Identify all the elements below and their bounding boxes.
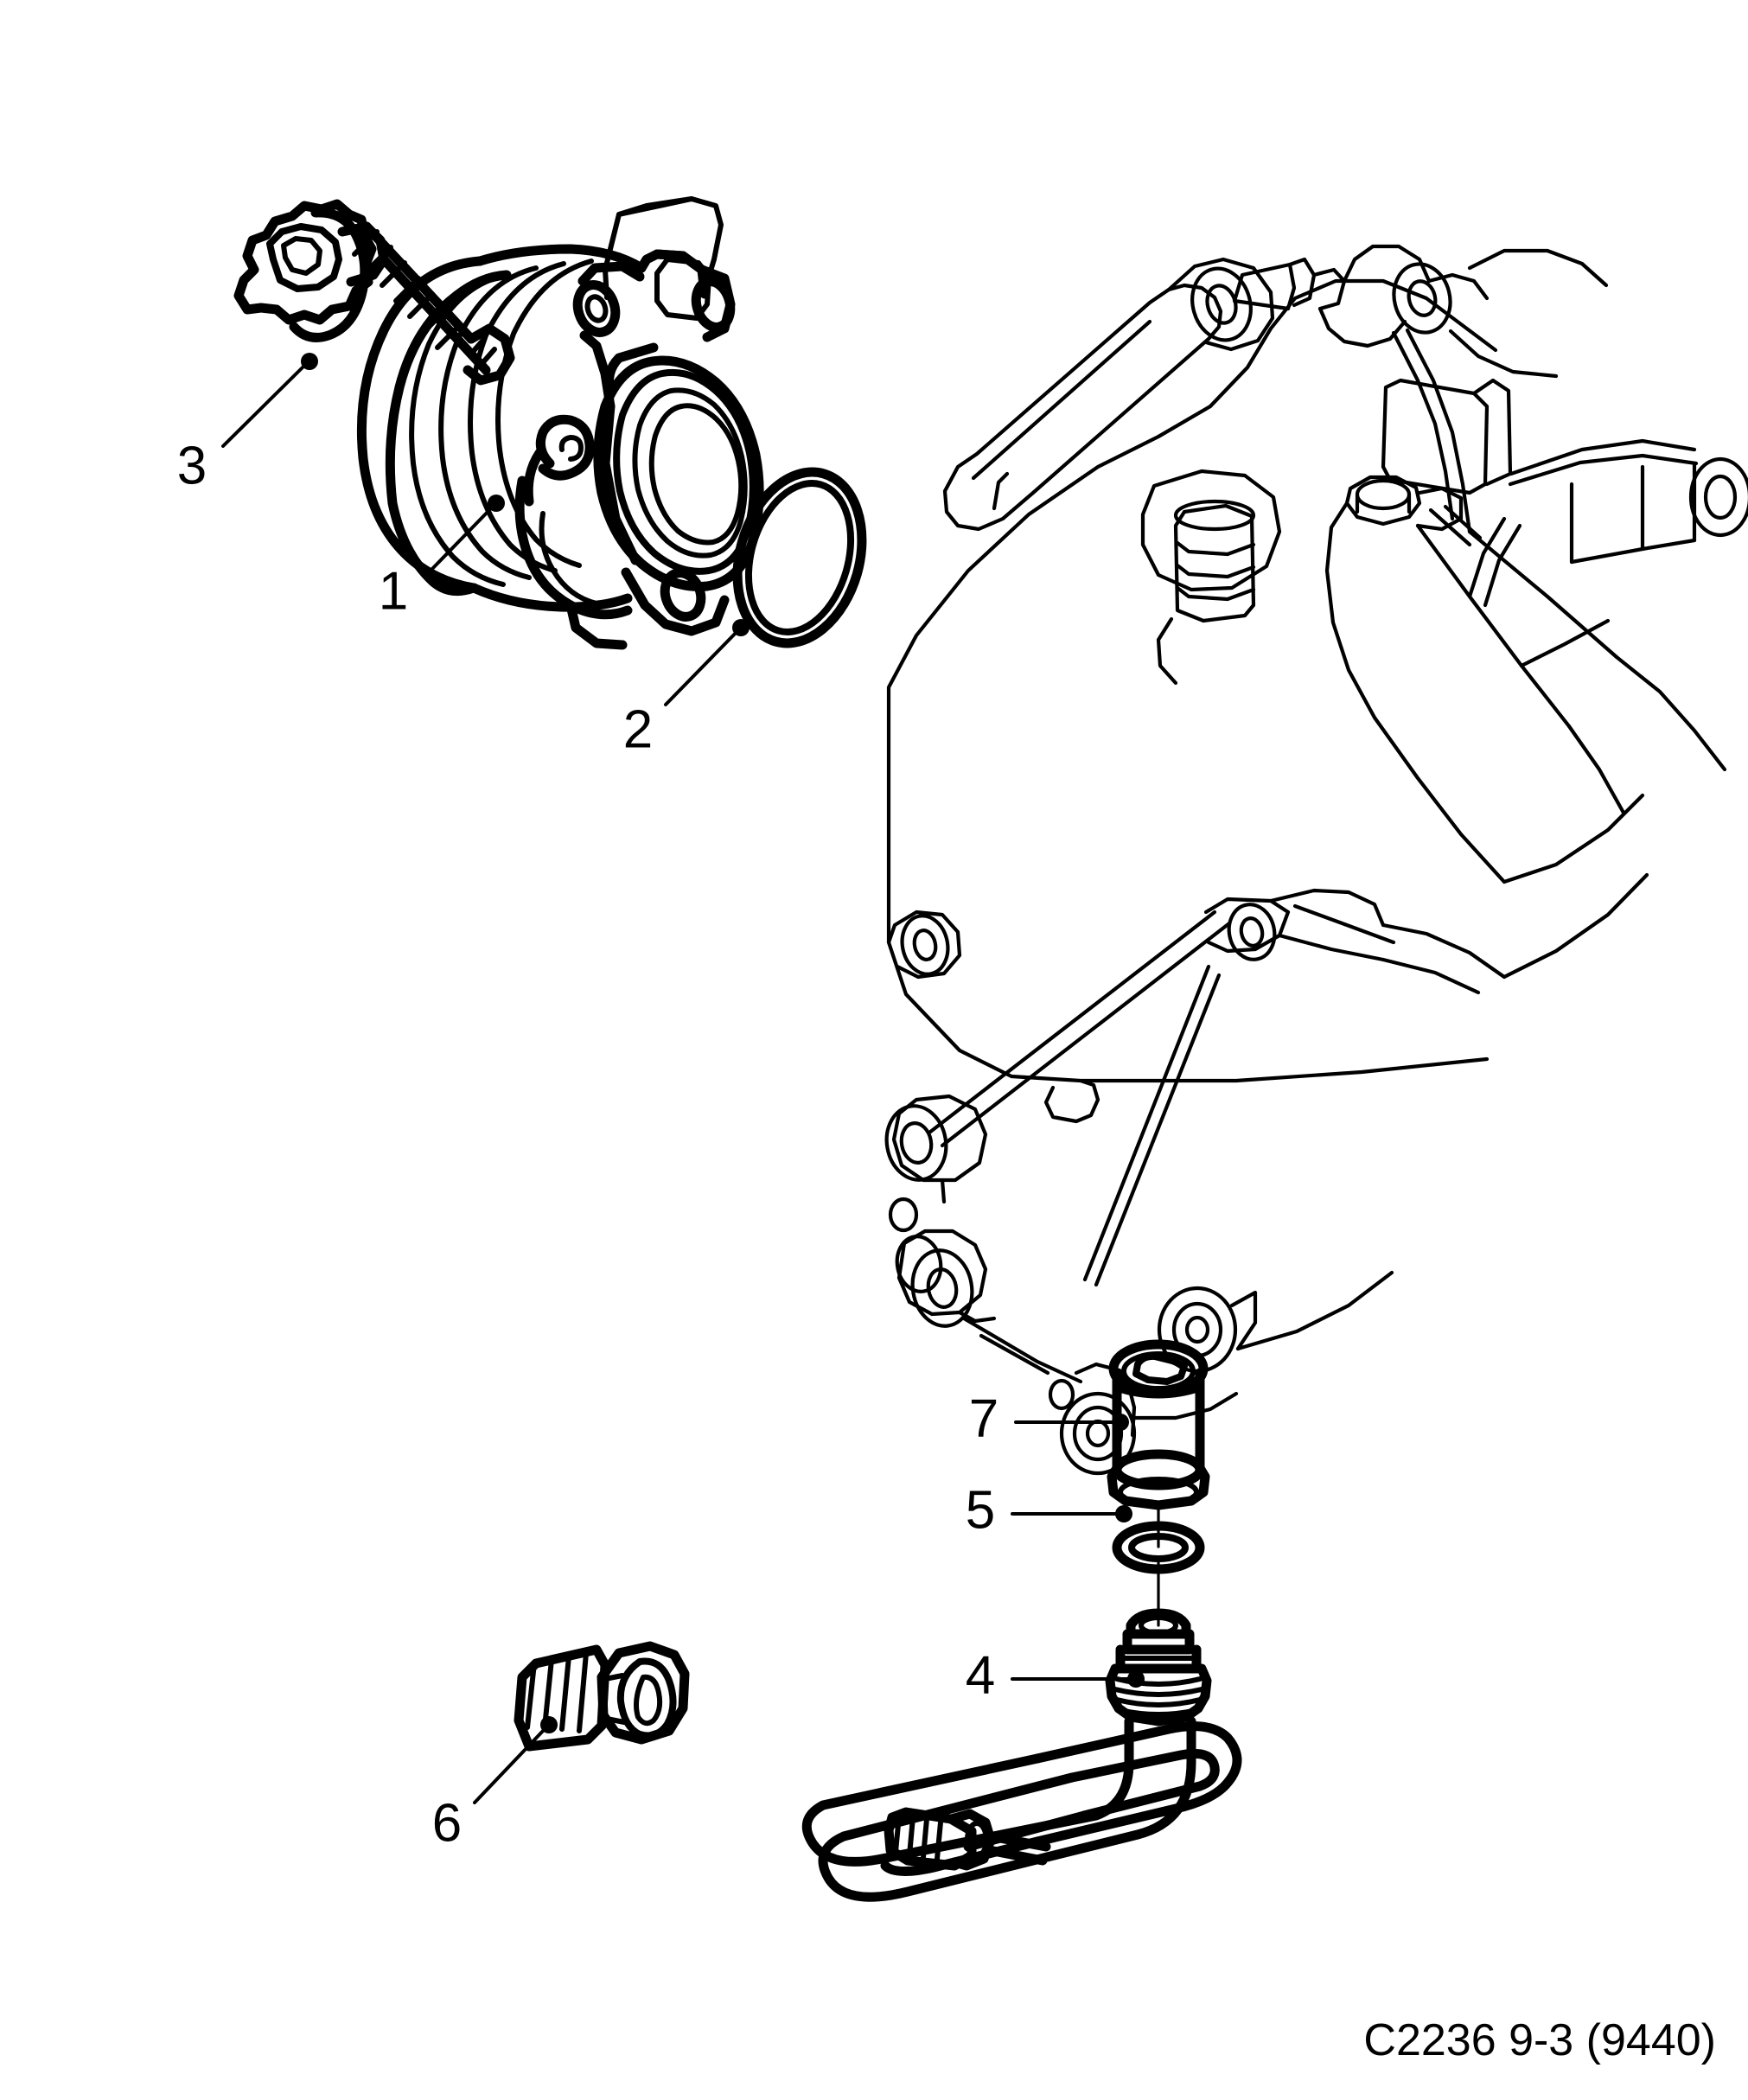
diagram-caption: C2236 9-3 (9440) xyxy=(1363,2015,1716,2065)
callout-6-label: 6 xyxy=(432,1793,462,1853)
callout-1-leader xyxy=(429,507,493,572)
callout-6[interactable]: 6 xyxy=(432,1716,558,1853)
callout-1[interactable]: 1 xyxy=(379,495,505,621)
callout-2[interactable]: 2 xyxy=(623,619,750,759)
banjo-bolt-part xyxy=(514,1641,690,1752)
callout-3[interactable]: 3 xyxy=(177,353,318,495)
callout-3-dot xyxy=(301,353,318,370)
hose-threaded-fitting xyxy=(884,1807,1051,1871)
callout-7[interactable]: 7 xyxy=(969,1388,1129,1448)
callout-5[interactable]: 5 xyxy=(966,1480,1132,1540)
hydraulic-hose-line-part xyxy=(801,1608,1242,1902)
callout-2-dot xyxy=(732,619,750,636)
callout-2-leader xyxy=(664,628,741,706)
callout-3-leader xyxy=(221,363,307,448)
callout-1-dot xyxy=(488,495,505,512)
mounting-bolt-part xyxy=(233,199,515,386)
callout-7-dot xyxy=(1112,1414,1129,1431)
callout-1-label: 1 xyxy=(379,561,408,621)
callout-5-label: 5 xyxy=(966,1480,995,1540)
clutch-slave-cylinder-part xyxy=(356,196,764,650)
callout-7-label: 7 xyxy=(969,1388,998,1448)
callout-6-leader xyxy=(473,1727,546,1804)
callout-6-dot xyxy=(540,1716,558,1733)
lower-assembly xyxy=(514,1339,1242,1902)
upper-assembly xyxy=(233,196,1748,1476)
callout-4-label: 4 xyxy=(966,1645,995,1705)
housing-plug xyxy=(1140,469,1282,686)
callout-4[interactable]: 4 xyxy=(966,1645,1145,1705)
callout-4-dot xyxy=(1127,1670,1145,1688)
callout-5-dot xyxy=(1115,1505,1132,1522)
callout-3-label: 3 xyxy=(177,436,207,495)
transmission-bell-housing xyxy=(884,244,1748,1476)
sealing-washer-part xyxy=(1112,1521,1205,1627)
callout-2-label: 2 xyxy=(623,699,653,759)
callouts-layer: 1 2 3 4 5 6 7 xyxy=(177,353,1145,1853)
